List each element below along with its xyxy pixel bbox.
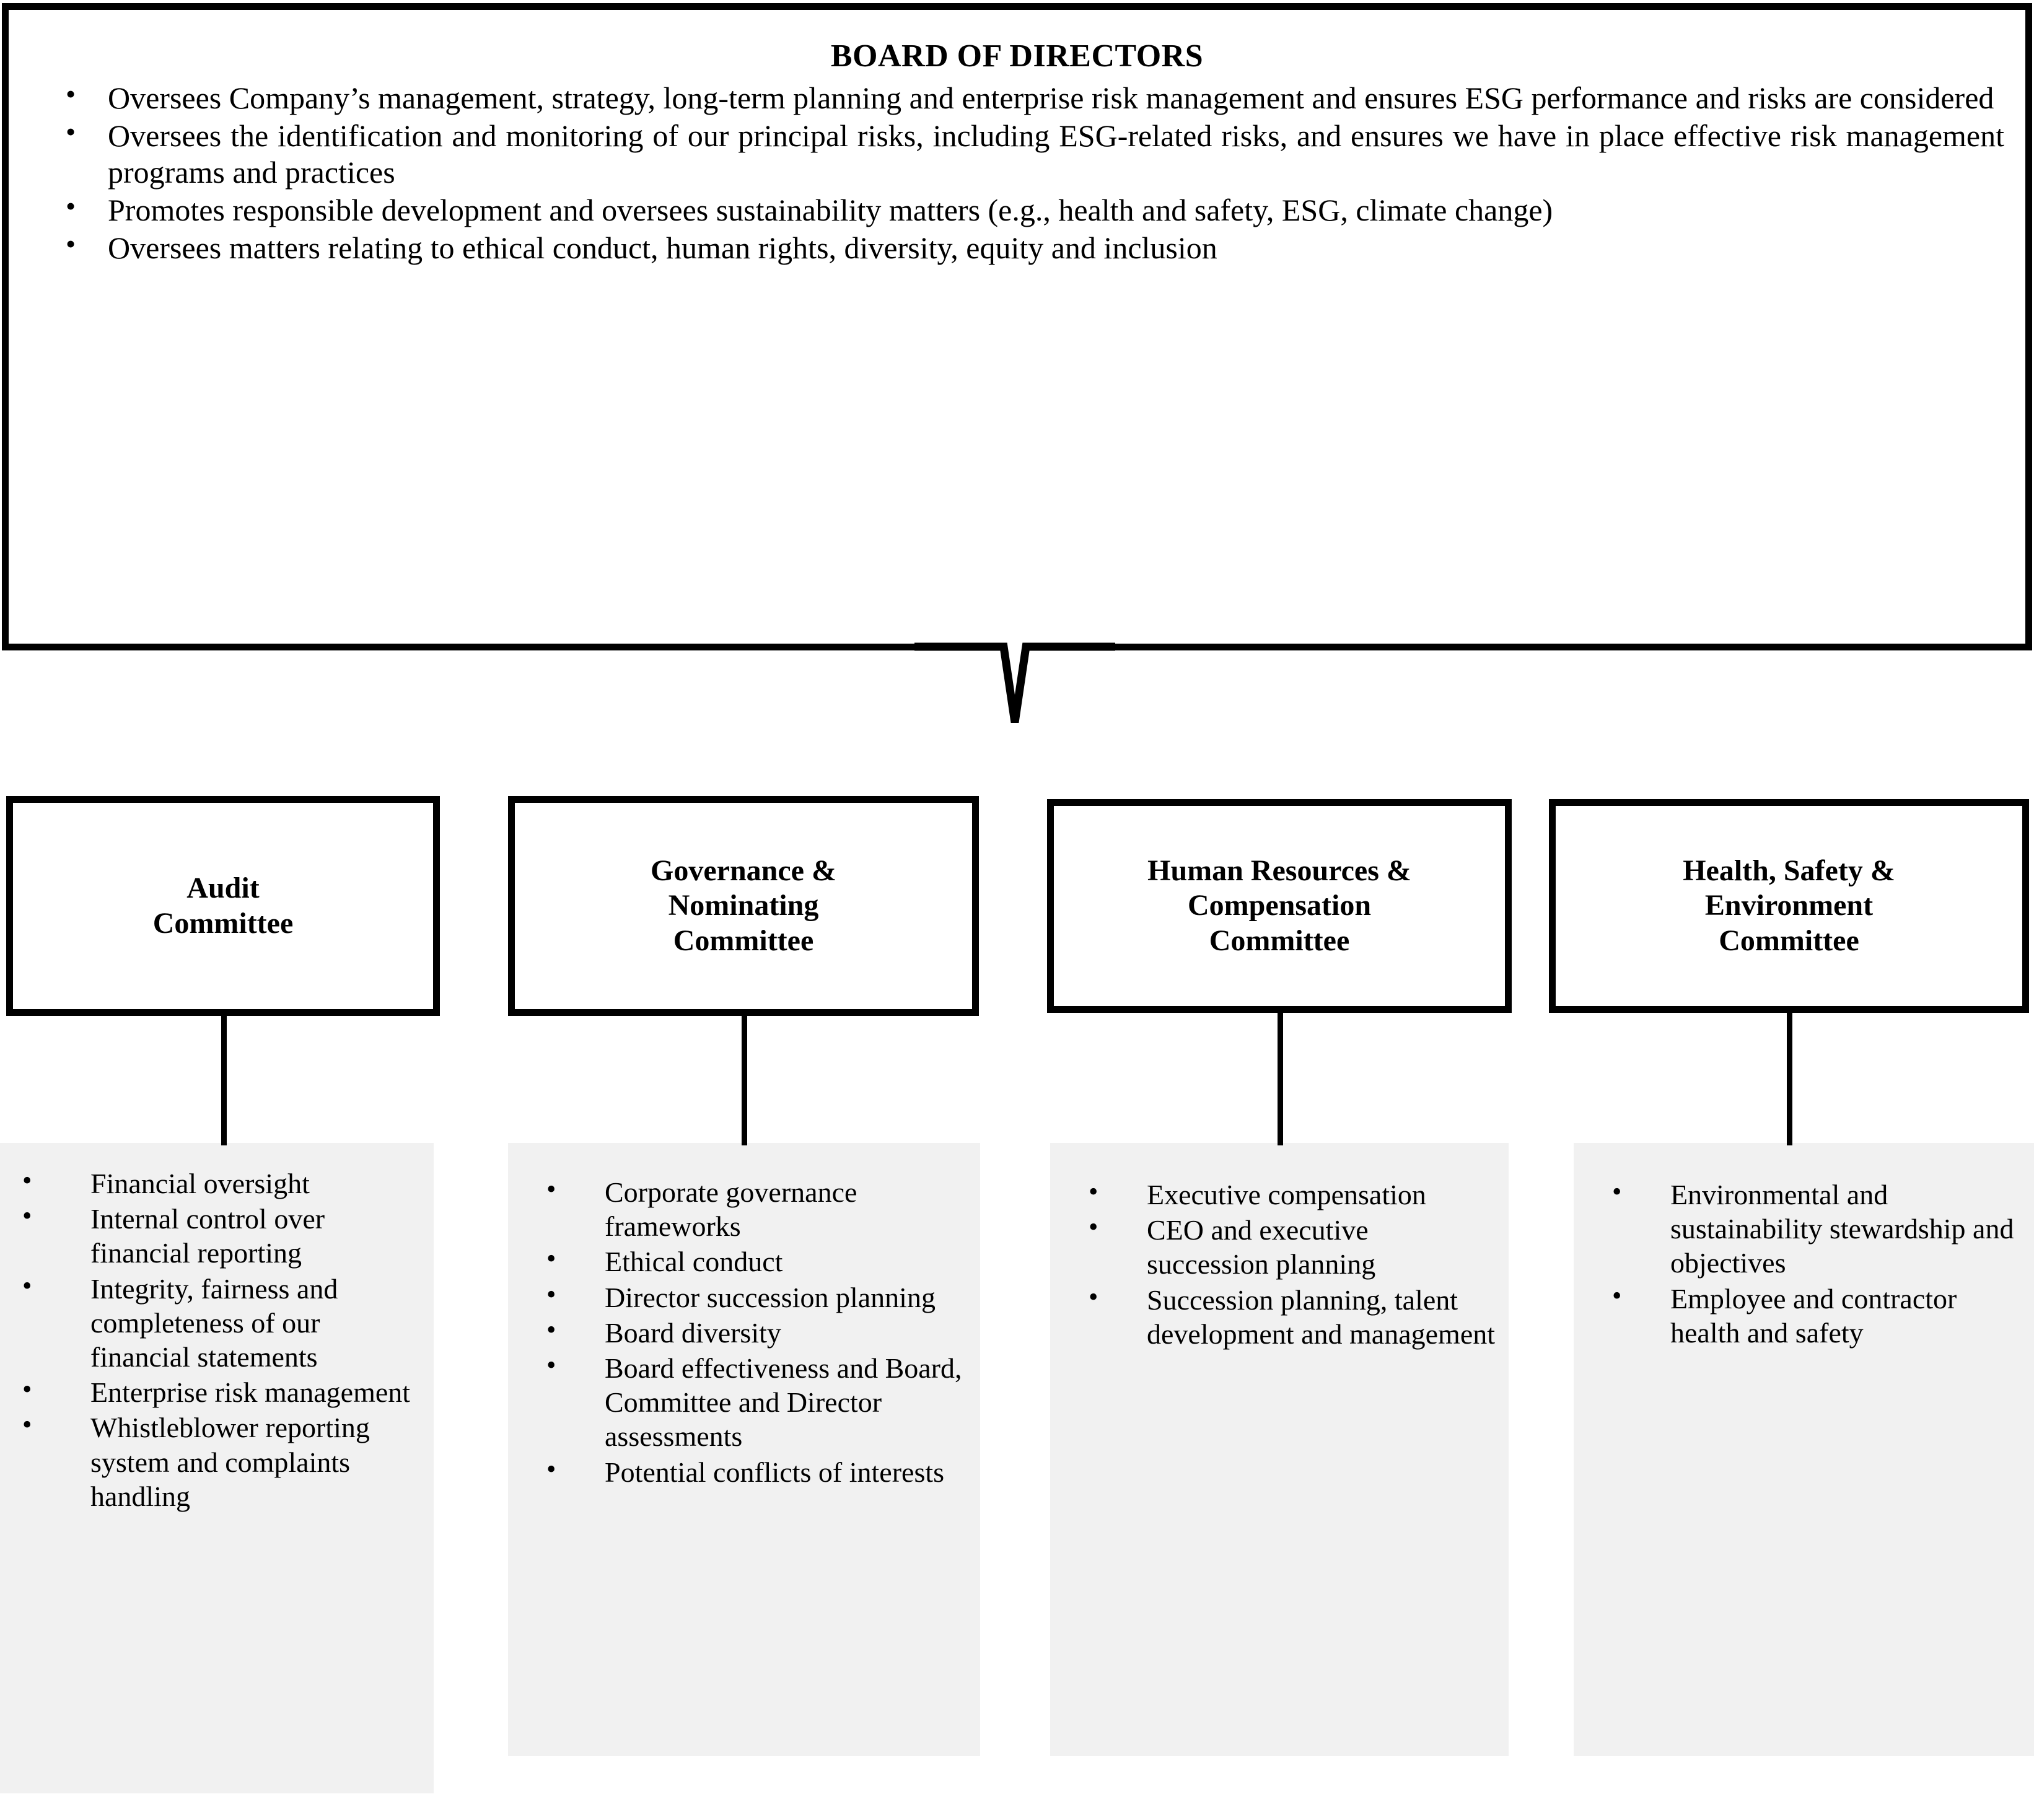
responsibility-item: Corporate governance frameworks (508, 1173, 968, 1243)
responsibility-item: Potential conflicts of interests (508, 1453, 968, 1489)
board-bullet: Oversees Company’s management, strategy,… (30, 77, 2004, 116)
responsibility-item: Financial oversight (0, 1165, 421, 1201)
responsibilities-panel-audit: Financial oversight Internal control ove… (0, 1143, 434, 1793)
responsibilities-list: Environmental and sustainability steward… (1574, 1143, 2034, 1350)
board-of-directors-title: BOARD OF DIRECTORS (830, 38, 1204, 74)
responsibility-item: Environmental and sustainability steward… (1574, 1176, 2022, 1280)
board-bullet: Oversees matters relating to ethical con… (30, 227, 2004, 266)
responsibilities-list: Financial oversight Internal control ove… (0, 1143, 434, 1513)
responsibility-item: Board diversity (508, 1314, 968, 1350)
responsibility-item: Whistleblower reporting system and compl… (0, 1409, 421, 1513)
responsibilities-panel-health-safety-environment: Environmental and sustainability steward… (1574, 1143, 2034, 1756)
responsibilities-panel-human-resources-compensation: Executive compensation CEO and executive… (1050, 1143, 1509, 1756)
responsibility-item: Board effectiveness and Board, Committee… (508, 1349, 968, 1454)
responsibilities-panel-governance-nominating: Corporate governance frameworks Ethical … (508, 1143, 980, 1756)
board-bullet: Oversees the identification and monitori… (30, 115, 2004, 191)
responsibility-item: Internal control over financial reportin… (0, 1200, 421, 1270)
board-of-directors-box: BOARD OF DIRECTORS Oversees Company’s ma… (2, 3, 2032, 650)
connector-line-human-resources (1278, 1011, 1283, 1145)
board-bullet: Promotes responsible development and ove… (30, 190, 2004, 229)
board-pointer-icon (914, 642, 1115, 723)
responsibilities-list: Corporate governance frameworks Ethical … (508, 1143, 980, 1489)
responsibility-item: Succession planning, talent development … (1050, 1281, 1496, 1351)
responsibility-item: Enterprise risk management (0, 1373, 421, 1409)
responsibility-item: Executive compensation (1050, 1176, 1496, 1212)
responsibility-item: Employee and contractor health and safet… (1574, 1280, 2022, 1350)
responsibility-item: CEO and executive succession planning (1050, 1211, 1496, 1281)
connector-line-health-safety (1787, 1011, 1792, 1145)
connector-line-audit (221, 1014, 227, 1145)
responsibility-item: Integrity, fairness and completeness of … (0, 1270, 421, 1375)
connector-line-governance (742, 1014, 747, 1145)
responsibility-item: Director succession planning (508, 1279, 968, 1315)
board-responsibilities-list: Oversees Company’s management, strategy,… (9, 77, 2025, 266)
responsibilities-list: Executive compensation CEO and executive… (1050, 1143, 1509, 1351)
responsibility-item: Ethical conduct (508, 1243, 968, 1279)
